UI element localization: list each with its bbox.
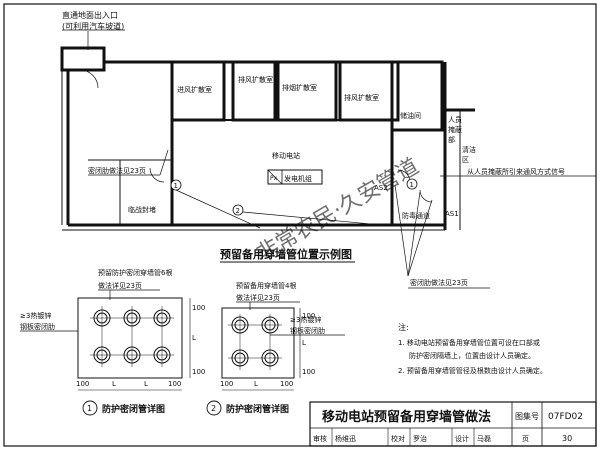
generator-prefix: Px — [270, 175, 278, 182]
detail2-label-b: 做法详见23页 — [236, 293, 280, 302]
detail2-plate — [221, 307, 295, 379]
detail1-steel-2: 钢板密闭肋 — [20, 322, 55, 331]
detail2-marker — [206, 400, 222, 416]
detail1-marker-text: 1 — [87, 404, 92, 413]
entrance-wall — [60, 46, 106, 72]
personnel-label-2: 掩蔽 — [448, 125, 462, 134]
marker-2-plan — [232, 204, 244, 216]
sheet-frame — [3, 3, 597, 447]
room-exhaust-2: 排风扩散室 — [344, 93, 379, 102]
detail1-dim-bottom: 100 — [192, 368, 205, 376]
note-1a: 1. 移动电站预留备用穿墙管位置可设在口部或 — [398, 338, 540, 347]
detail1-steel-1: ≥3热镀锌 — [20, 311, 51, 320]
design-label: 设计 — [455, 434, 469, 443]
review-label: 审核 — [313, 434, 327, 443]
detail1-marker — [82, 400, 98, 416]
as1-label: AS1 — [445, 210, 459, 218]
detail1-dim-b4: 100 — [168, 380, 181, 388]
notes: 注: 1. 移动电站预留备用穿墙管位置可设在口部或 防护密闭隔墙上，位置由设计人… — [398, 322, 547, 375]
marker-1-plan-text: 1 — [174, 182, 178, 190]
detail-2: 预留备用穿墙管4根 做法详见23页 ≥3热镀锌 钢板密闭肋 100 L 100 … — [206, 281, 345, 416]
detail1-dim-b3: L — [144, 380, 148, 388]
marker-1b-plan-text: 1 — [410, 181, 414, 189]
detail1-label-b: 做法详见23页 — [98, 281, 142, 290]
ref-left-label: 密闭肋做法见23页 — [88, 166, 146, 175]
entrance-sublabel: (可利用汽车坡道) — [62, 21, 124, 31]
detail1-plate — [77, 297, 183, 379]
room-exhaust: 排风扩散室 — [238, 75, 273, 84]
ref-right-label: 从人员掩蔽所引来通风方式信号 — [467, 167, 565, 176]
detail2-dim-b2: L — [254, 380, 258, 388]
detail1-title: 防护密闭管详图 — [102, 403, 165, 415]
detail2-marker-text: 2 — [211, 404, 216, 413]
detail2-label-a: 预留备用穿墙管4根 — [236, 281, 296, 290]
room-intake: 进风扩散室 — [177, 85, 212, 94]
detail2-dim-l: L — [302, 339, 306, 347]
detail2-dim-bottom: 100 — [302, 368, 315, 376]
detail1-dim-b2: L — [112, 380, 116, 388]
page-label: 页 — [522, 435, 529, 443]
detail1-dim-b1: 100 — [76, 380, 89, 388]
as2-label: AS2 — [374, 184, 388, 192]
title-block: 移动电站预留备用穿墙管做法 图集号 07FD02 审核 杨维迅 校对 罗治 设计… — [309, 401, 597, 447]
title-block-title: 移动电站预留备用穿墙管做法 — [322, 409, 491, 425]
detail1-dim-top: 100 — [192, 304, 205, 312]
clean-area-label-1: 清洁 — [462, 145, 476, 154]
atlas-number: 07FD02 — [548, 412, 583, 422]
detail2-steel-1: ≥3热镀锌 — [290, 315, 321, 324]
detail-1: 预留防护密闭穿墙管6根 做法详见23页 ≥3热镀锌 钢板密闭肋 100 L 10… — [20, 268, 205, 416]
entrance-label: 直通地面出入口 — [62, 10, 118, 20]
detail2-dim-b3: 100 — [280, 380, 293, 388]
room-smoke: 排烟扩散室 — [282, 83, 317, 92]
reviewer-name: 杨维迅 — [335, 434, 356, 443]
note-1b: 防护密闭隔墙上，位置由设计人员确定。 — [409, 351, 535, 360]
personnel-label-1: 人员 — [448, 116, 462, 124]
clean-area-label-2: 区 — [462, 156, 469, 164]
page-number: 30 — [562, 434, 572, 443]
detail2-dim-top: 100 — [302, 312, 315, 320]
detail2-title: 防护密闭管详图 — [226, 403, 289, 415]
plan-view: 直通地面出入口 (可利用汽车坡道) — [60, 10, 596, 289]
ref-bottom-label: 密闭肋做法见23页 — [410, 278, 468, 287]
room-generator: 发电机组 — [284, 174, 312, 183]
room-oil-storage: 储油间 — [400, 111, 421, 120]
designer-name: 马磊 — [477, 435, 491, 443]
temp-seal-label: 临战封堵 — [128, 205, 156, 214]
room-mobile-station: 移动电站 — [272, 151, 300, 160]
check-label: 校对 — [391, 434, 405, 443]
detail1-dim-l: L — [192, 334, 196, 342]
personnel-label-3: 部 — [448, 135, 455, 144]
notes-heading: 注: — [398, 322, 409, 332]
checker-name: 罗治 — [413, 434, 427, 443]
note-2: 2. 预留备用穿墙管管径及根数由设计人员确定。 — [398, 366, 547, 375]
atlas-label: 图集号 — [515, 411, 539, 421]
marker-2-plan-text: 2 — [236, 207, 240, 215]
detail1-label-a: 预留防护密闭穿墙管6根 — [98, 268, 172, 277]
plan-caption: 预留备用穿墙管位置示例图 — [220, 247, 352, 261]
marker-1b-plan — [406, 178, 418, 190]
corridor-label: 防毒通道 — [402, 211, 430, 220]
detail2-dim-b1: 100 — [220, 380, 233, 388]
detail2-steel-2: 钢板密闭肋 — [290, 326, 325, 335]
